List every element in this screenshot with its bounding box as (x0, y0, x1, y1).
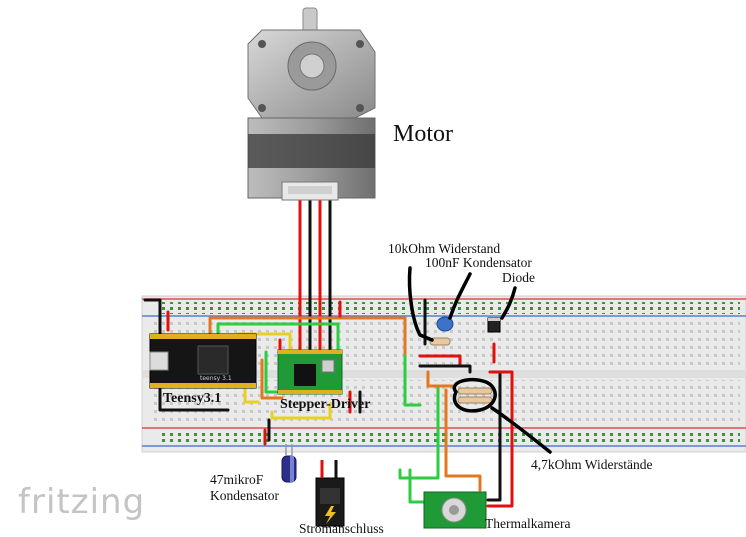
label-47u-capacitor-line1: 47mikroF (210, 472, 264, 487)
label-diode: Diode (502, 270, 535, 285)
stepper-driver-pot (321, 359, 335, 373)
capacitor-100nf (436, 316, 454, 332)
label-motor: Motor (393, 121, 453, 147)
teensy-usb-port (149, 351, 169, 371)
wire-red-right-2 (488, 370, 514, 386)
resistor-4k7-2 (457, 396, 493, 404)
motor-hub-inner (299, 53, 325, 79)
teensy-silkscreen: teensy 3.1 (200, 375, 232, 382)
wire-red-cam (486, 382, 514, 508)
wire-orange-cam (444, 388, 482, 492)
center-channel (142, 370, 746, 378)
motor-body-band (248, 134, 375, 168)
label-stepper-driver: Stepper-Driver (280, 397, 371, 412)
teensy-board: teensy 3.1 (149, 333, 257, 389)
stepper-driver-chip (294, 364, 316, 386)
wire-green-cam (408, 468, 427, 504)
thermal-camera-module (423, 491, 487, 529)
wire-orange-teensy (260, 358, 284, 400)
annotations (407, 266, 552, 454)
wire-yellow-2 (243, 386, 260, 404)
power-lightning-icon (325, 506, 336, 524)
electrolytic-capacitor (281, 444, 297, 483)
motor-screw-tl (258, 40, 266, 48)
annotation-stroke-10k (407, 266, 434, 342)
wire-green-right (403, 354, 422, 407)
annotation-circle-4k7 (452, 377, 497, 413)
label-10k-resistor: 10kOhm Widerstand (388, 241, 501, 256)
stepper-driver-pins-top (278, 350, 342, 354)
motor-screw-bl (258, 104, 266, 112)
label-thermal-camera: Thermalkamera (485, 516, 571, 531)
label-47u-capacitor-line2: Kondensator (210, 488, 279, 503)
motor-screw-tr (356, 40, 364, 48)
wire-green-teensy (264, 350, 284, 394)
teensy-pins-top (150, 334, 256, 339)
resistor-10k (429, 337, 451, 346)
wire-red-right-top (418, 354, 462, 366)
stepper-driver-board (277, 349, 343, 395)
thermal-camera-lens (449, 505, 459, 515)
capacitor-stripe (290, 456, 294, 482)
motor-connector-pins (288, 186, 332, 194)
wire-orange-right (426, 370, 454, 388)
top-rail-holes (160, 302, 740, 314)
label-4k7-resistors: 4,7kOhm Widerstände (531, 457, 653, 472)
power-jack-hole (320, 488, 340, 504)
annotation-stroke-4k7 (490, 406, 552, 454)
teensy-chip (197, 345, 229, 375)
bottom-rail-holes (160, 431, 740, 443)
power-jack (315, 460, 345, 527)
label-teensy: Teensy3.1 (163, 391, 222, 406)
wire-black-cam (486, 372, 502, 502)
label-power-connector: Stromanschluss (299, 521, 384, 536)
diode-band (488, 318, 500, 321)
label-100nf-capacitor: 100nF Kondensator (425, 255, 532, 270)
stepper-driver-pins-bottom (278, 390, 342, 394)
annotation-stroke-100nf (448, 272, 472, 320)
fritzing-logo: fritzing (18, 482, 146, 522)
teensy-pins-bottom (150, 383, 256, 388)
small-components (429, 316, 501, 404)
annotation-stroke-diode (500, 286, 517, 320)
wire-green-cam-2 (398, 384, 440, 480)
wire-yellow-3 (270, 402, 332, 420)
resistor-4k7-1 (457, 387, 493, 395)
motor-screw-br (356, 104, 364, 112)
stepper-motor (247, 7, 376, 201)
wires (143, 196, 514, 508)
wire-black-right-top (418, 364, 472, 374)
